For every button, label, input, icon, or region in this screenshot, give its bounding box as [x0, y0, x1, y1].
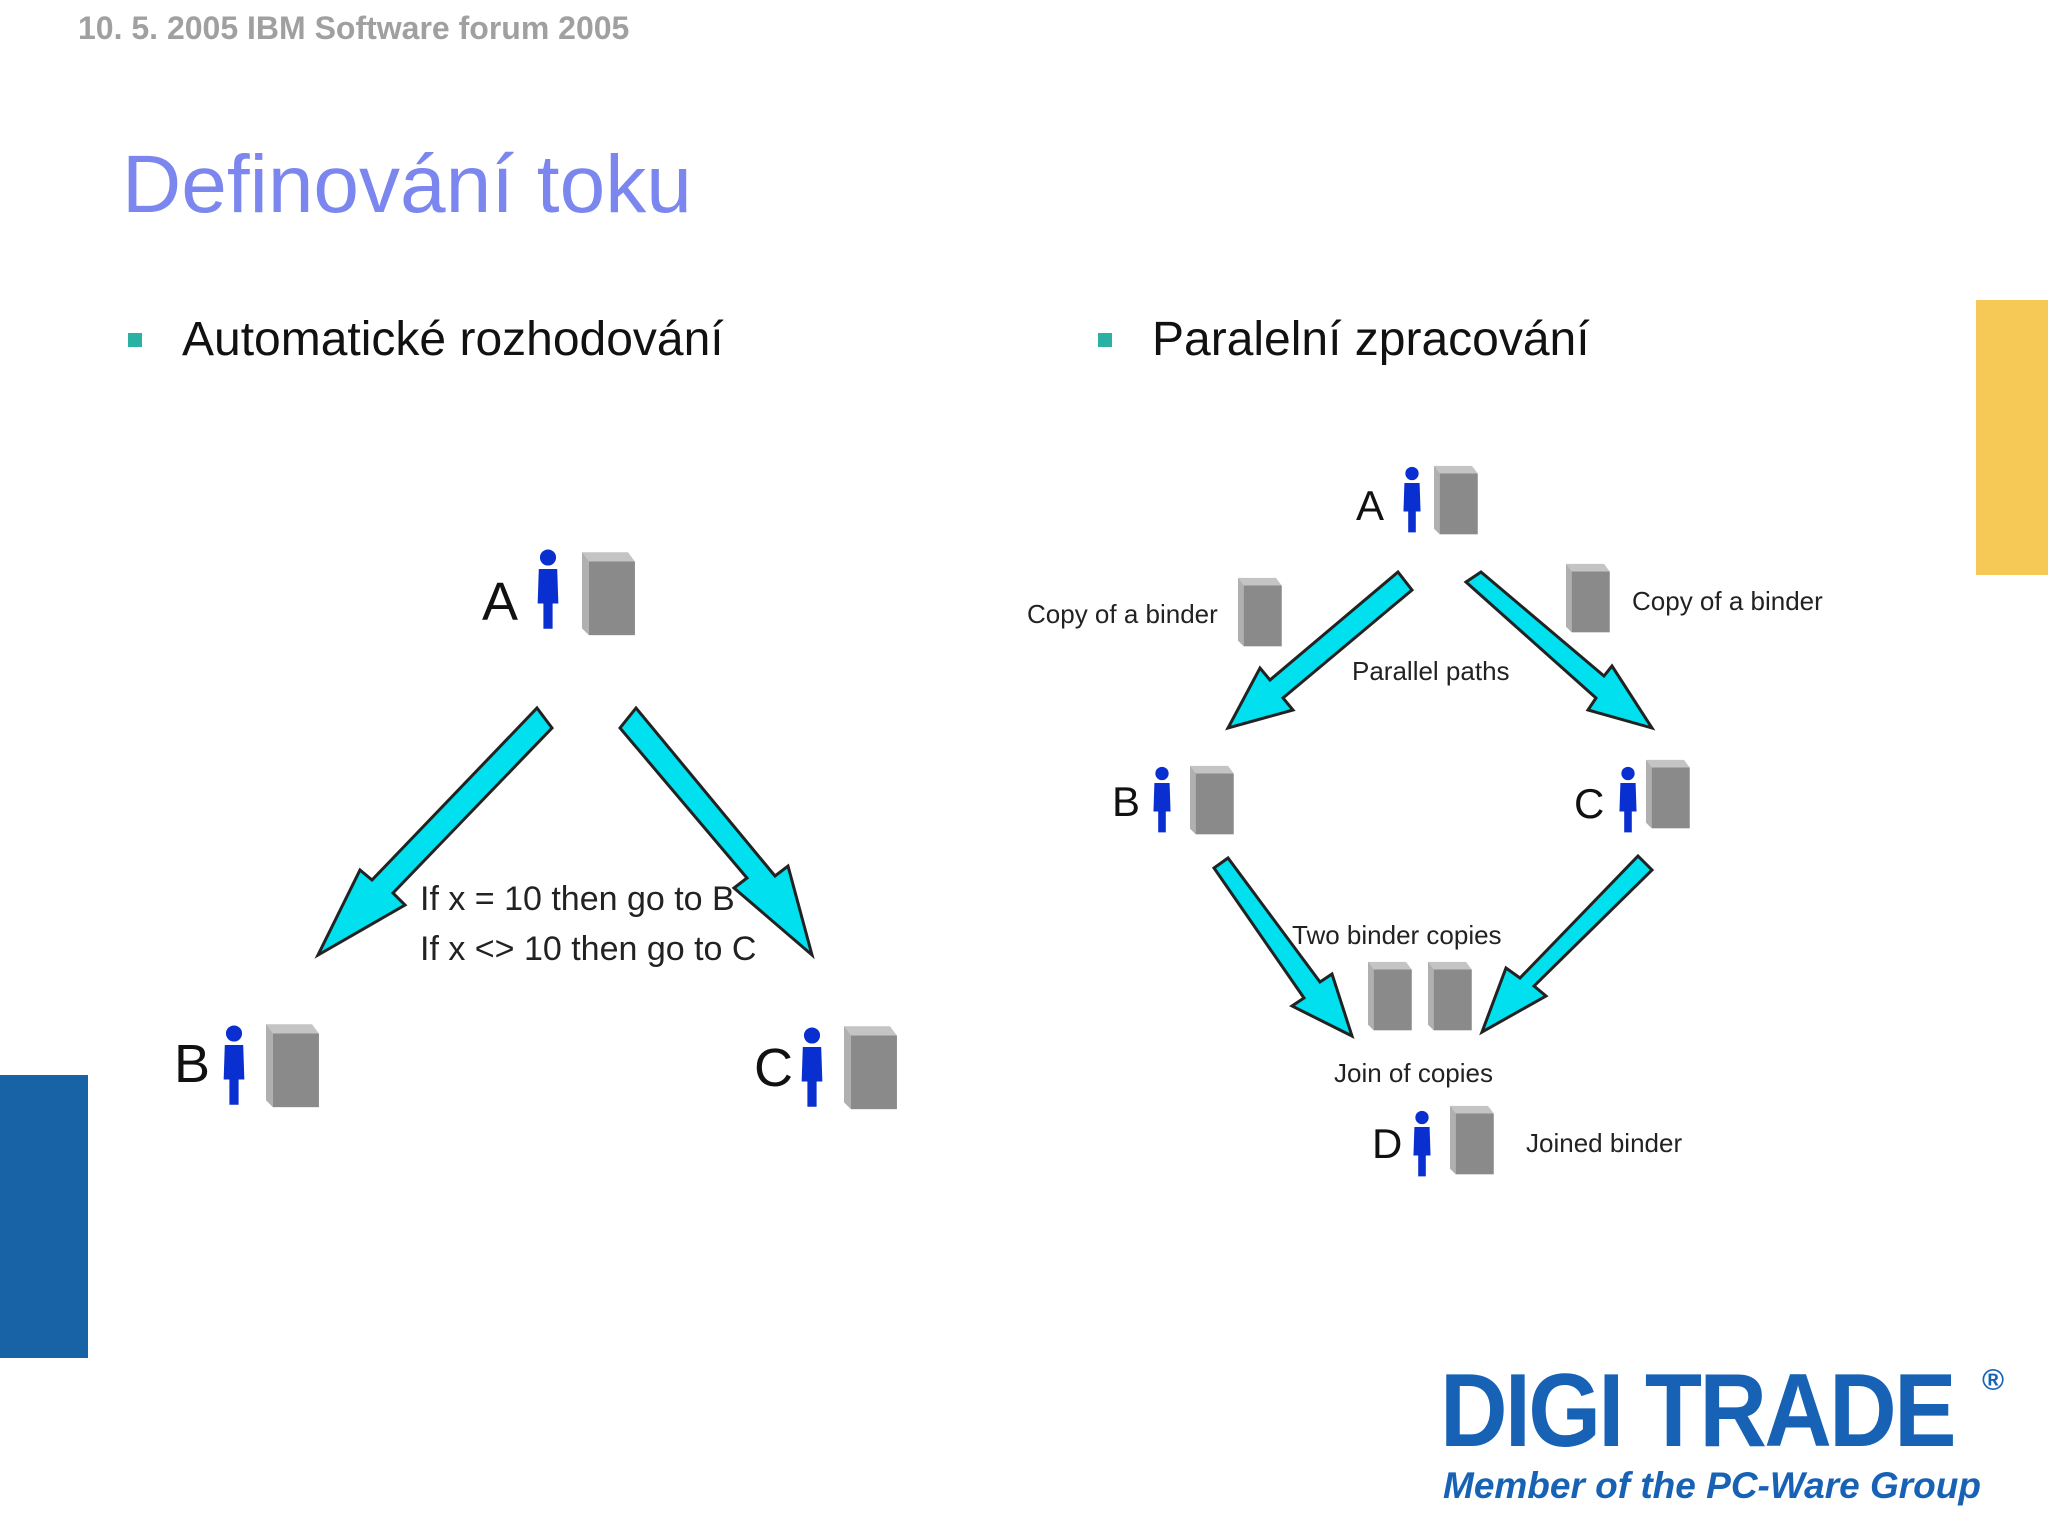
- arrow-c-to-d: [1479, 853, 1655, 1036]
- binder-icon: [844, 1026, 897, 1110]
- header-meta: 10. 5. 2005 IBM Software forum 2005: [78, 10, 630, 46]
- bullet-label: Paralelní zpracování: [1152, 313, 1590, 366]
- person-icon: [1413, 1110, 1431, 1177]
- arrow-a-to-b: [1225, 569, 1415, 731]
- node-b-label: B: [174, 1034, 210, 1094]
- binder-icon: [1190, 765, 1234, 835]
- person-icon: [1403, 466, 1421, 533]
- accent-bar-blue: [0, 1075, 88, 1358]
- accent-bar-yellow: [1976, 300, 2048, 575]
- arrow-to-b: [314, 705, 554, 959]
- binder-icon: [1368, 961, 1412, 1031]
- bullet-parallel-processing: Paralelní zpracování: [1098, 312, 1590, 367]
- binder-icon: [1434, 465, 1478, 535]
- node-c-label: C: [1574, 780, 1604, 827]
- node-a-label: A: [1356, 482, 1384, 529]
- slide-title: Definování toku: [122, 139, 692, 230]
- left-decision-diagram: A If x = 10 then go to B If x <> 10 then…: [174, 549, 897, 1110]
- right-parallel-diagram: A Copy of a binder Copy of a binder Para…: [1027, 465, 1823, 1177]
- arrow-to-c: [618, 705, 815, 960]
- person-icon: [801, 1027, 823, 1107]
- binder-icon: [582, 552, 635, 636]
- binder-icon: [1566, 563, 1610, 633]
- bullet-marker-icon: [128, 332, 142, 347]
- rule-1-text: If x = 10 then go to B: [420, 880, 735, 918]
- node-c-label: C: [754, 1038, 793, 1098]
- binder-icon: [1646, 759, 1690, 829]
- binder-icon: [1450, 1105, 1494, 1175]
- bullet-label: Automatické rozhodování: [182, 313, 724, 366]
- two-copies-text: Two binder copies: [1292, 920, 1502, 950]
- node-b-label: B: [1112, 778, 1140, 825]
- person-icon: [537, 549, 559, 629]
- copy-right-text: Copy of a binder: [1632, 586, 1823, 616]
- digitrade-logo: DIGI TRADE: [1440, 1353, 1957, 1469]
- joined-binder-text: Joined binder: [1526, 1128, 1682, 1158]
- person-icon: [223, 1025, 245, 1105]
- arrow-a-to-c: [1463, 570, 1656, 731]
- logo-tagline: Member of the PC-Ware Group: [1443, 1465, 1981, 1506]
- binder-icon: [266, 1024, 319, 1108]
- copy-left-text: Copy of a binder: [1027, 599, 1218, 629]
- parallel-paths-text: Parallel paths: [1352, 656, 1510, 686]
- node-a-label: A: [482, 572, 518, 632]
- arrow-b-to-d: [1211, 855, 1355, 1039]
- join-text: Join of copies: [1334, 1058, 1493, 1088]
- binder-icon: [1238, 577, 1282, 647]
- node-d-label: D: [1372, 1120, 1402, 1167]
- bullet-automatic-decision: Automatické rozhodování: [128, 312, 724, 367]
- binder-icon: [1428, 961, 1472, 1031]
- rule-2-text: If x <> 10 then go to C: [420, 930, 756, 968]
- person-icon: [1153, 766, 1171, 833]
- registered-mark: ®: [1982, 1364, 2005, 1397]
- bullet-marker-icon: [1098, 332, 1112, 347]
- person-icon: [1619, 766, 1637, 833]
